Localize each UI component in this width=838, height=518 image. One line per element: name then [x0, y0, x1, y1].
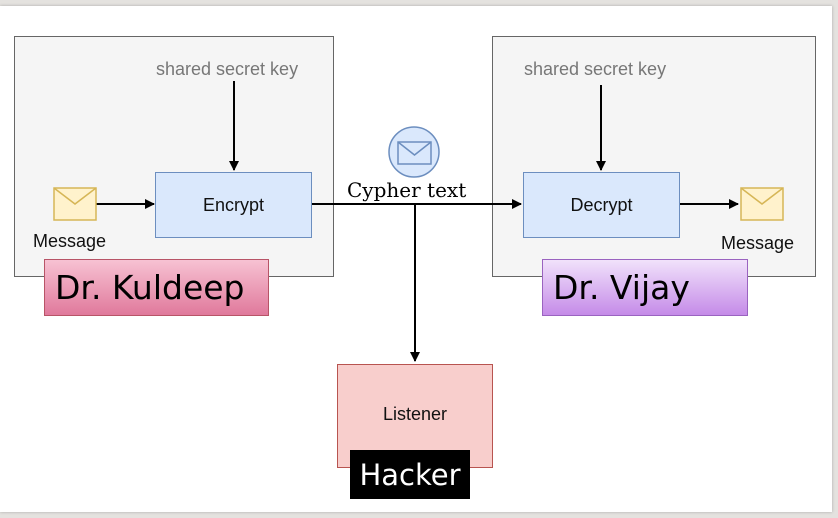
hacker-label: Hacker	[350, 450, 470, 499]
receiver-person-label: Dr. Vijay	[542, 259, 748, 316]
listener-label: Listener	[382, 404, 448, 424]
sender-message-label: Message	[33, 231, 107, 251]
decrypt-label: Decrypt	[570, 194, 633, 215]
diagram-canvas: shared secret key Encrypt Message shared…	[0, 6, 832, 512]
sender-message-icon	[53, 187, 97, 221]
sender-key-label: shared secret key	[156, 59, 299, 79]
sender-person-text: Dr. Kuldeep	[55, 268, 245, 307]
sender-person-label: Dr. Kuldeep	[44, 259, 269, 316]
receiver-key-label: shared secret key	[524, 59, 667, 79]
cypher-text-label: Cypher text	[347, 178, 467, 202]
receiver-message-label: Message	[721, 233, 795, 253]
channel-envelope-icon	[388, 126, 440, 178]
encrypt-label: Encrypt	[202, 194, 265, 215]
connector-layer	[96, 81, 739, 362]
decrypt-box: Decrypt	[523, 172, 680, 238]
encrypt-box: Encrypt	[155, 172, 312, 238]
receiver-person-text: Dr. Vijay	[553, 268, 690, 307]
receiver-message-icon	[740, 187, 784, 221]
